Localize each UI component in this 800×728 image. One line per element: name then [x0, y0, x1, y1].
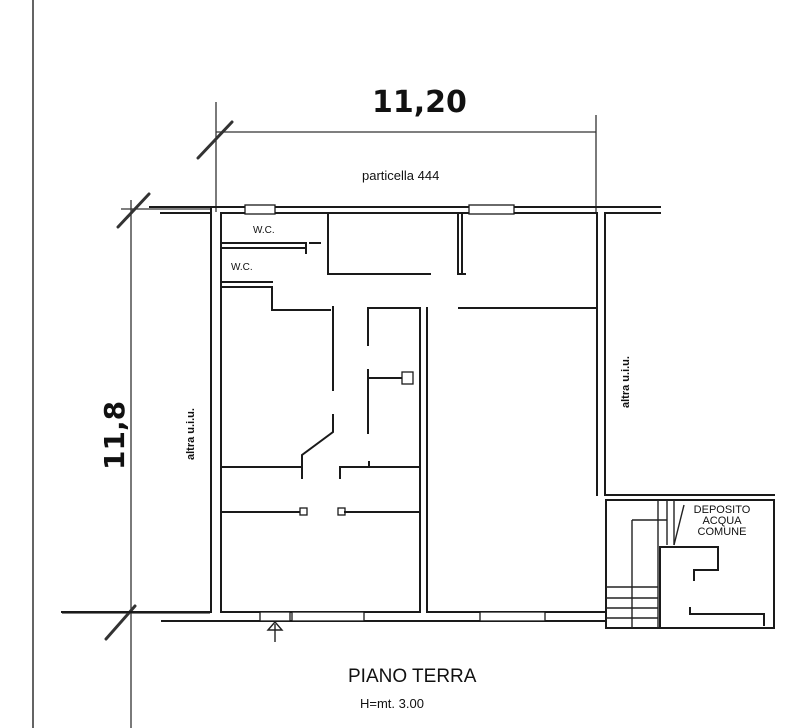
depth-dimension: 11,8	[62, 192, 212, 728]
wc-label-1: W.C.	[253, 225, 275, 236]
exterior-walls	[61, 206, 661, 622]
width-dimension: 11,20	[196, 85, 597, 212]
wc-label-2: W.C.	[231, 262, 253, 273]
height-note: H=mt. 3.00	[360, 696, 424, 711]
west-adjacent-label: altra u.i.u.	[185, 408, 197, 460]
window	[479, 611, 546, 622]
entrance-arrow-icon	[266, 620, 284, 642]
depth-dimension-label: 11,8	[98, 401, 131, 470]
storage-label-1: DEPOSITO	[694, 504, 751, 516]
storage-label-3: COMUNE	[698, 526, 747, 538]
window	[244, 204, 276, 215]
entrance-door	[259, 611, 291, 622]
window	[468, 204, 515, 215]
column-icon	[401, 371, 414, 385]
storage-label-2: ACQUA	[702, 515, 742, 527]
window	[291, 611, 365, 622]
column-icon	[299, 507, 308, 516]
east-adjacent-label: altra u.i.u.	[620, 356, 632, 408]
common-stair-and-deposit: DEPOSITO ACQUA COMUNE	[605, 494, 775, 629]
column-icon	[337, 507, 346, 516]
width-dimension-label: 11,20	[372, 85, 467, 120]
north-adjacent-label: particella 444	[362, 168, 439, 183]
interior-walls	[220, 212, 598, 613]
floor-title: PIANO TERRA	[348, 666, 477, 687]
